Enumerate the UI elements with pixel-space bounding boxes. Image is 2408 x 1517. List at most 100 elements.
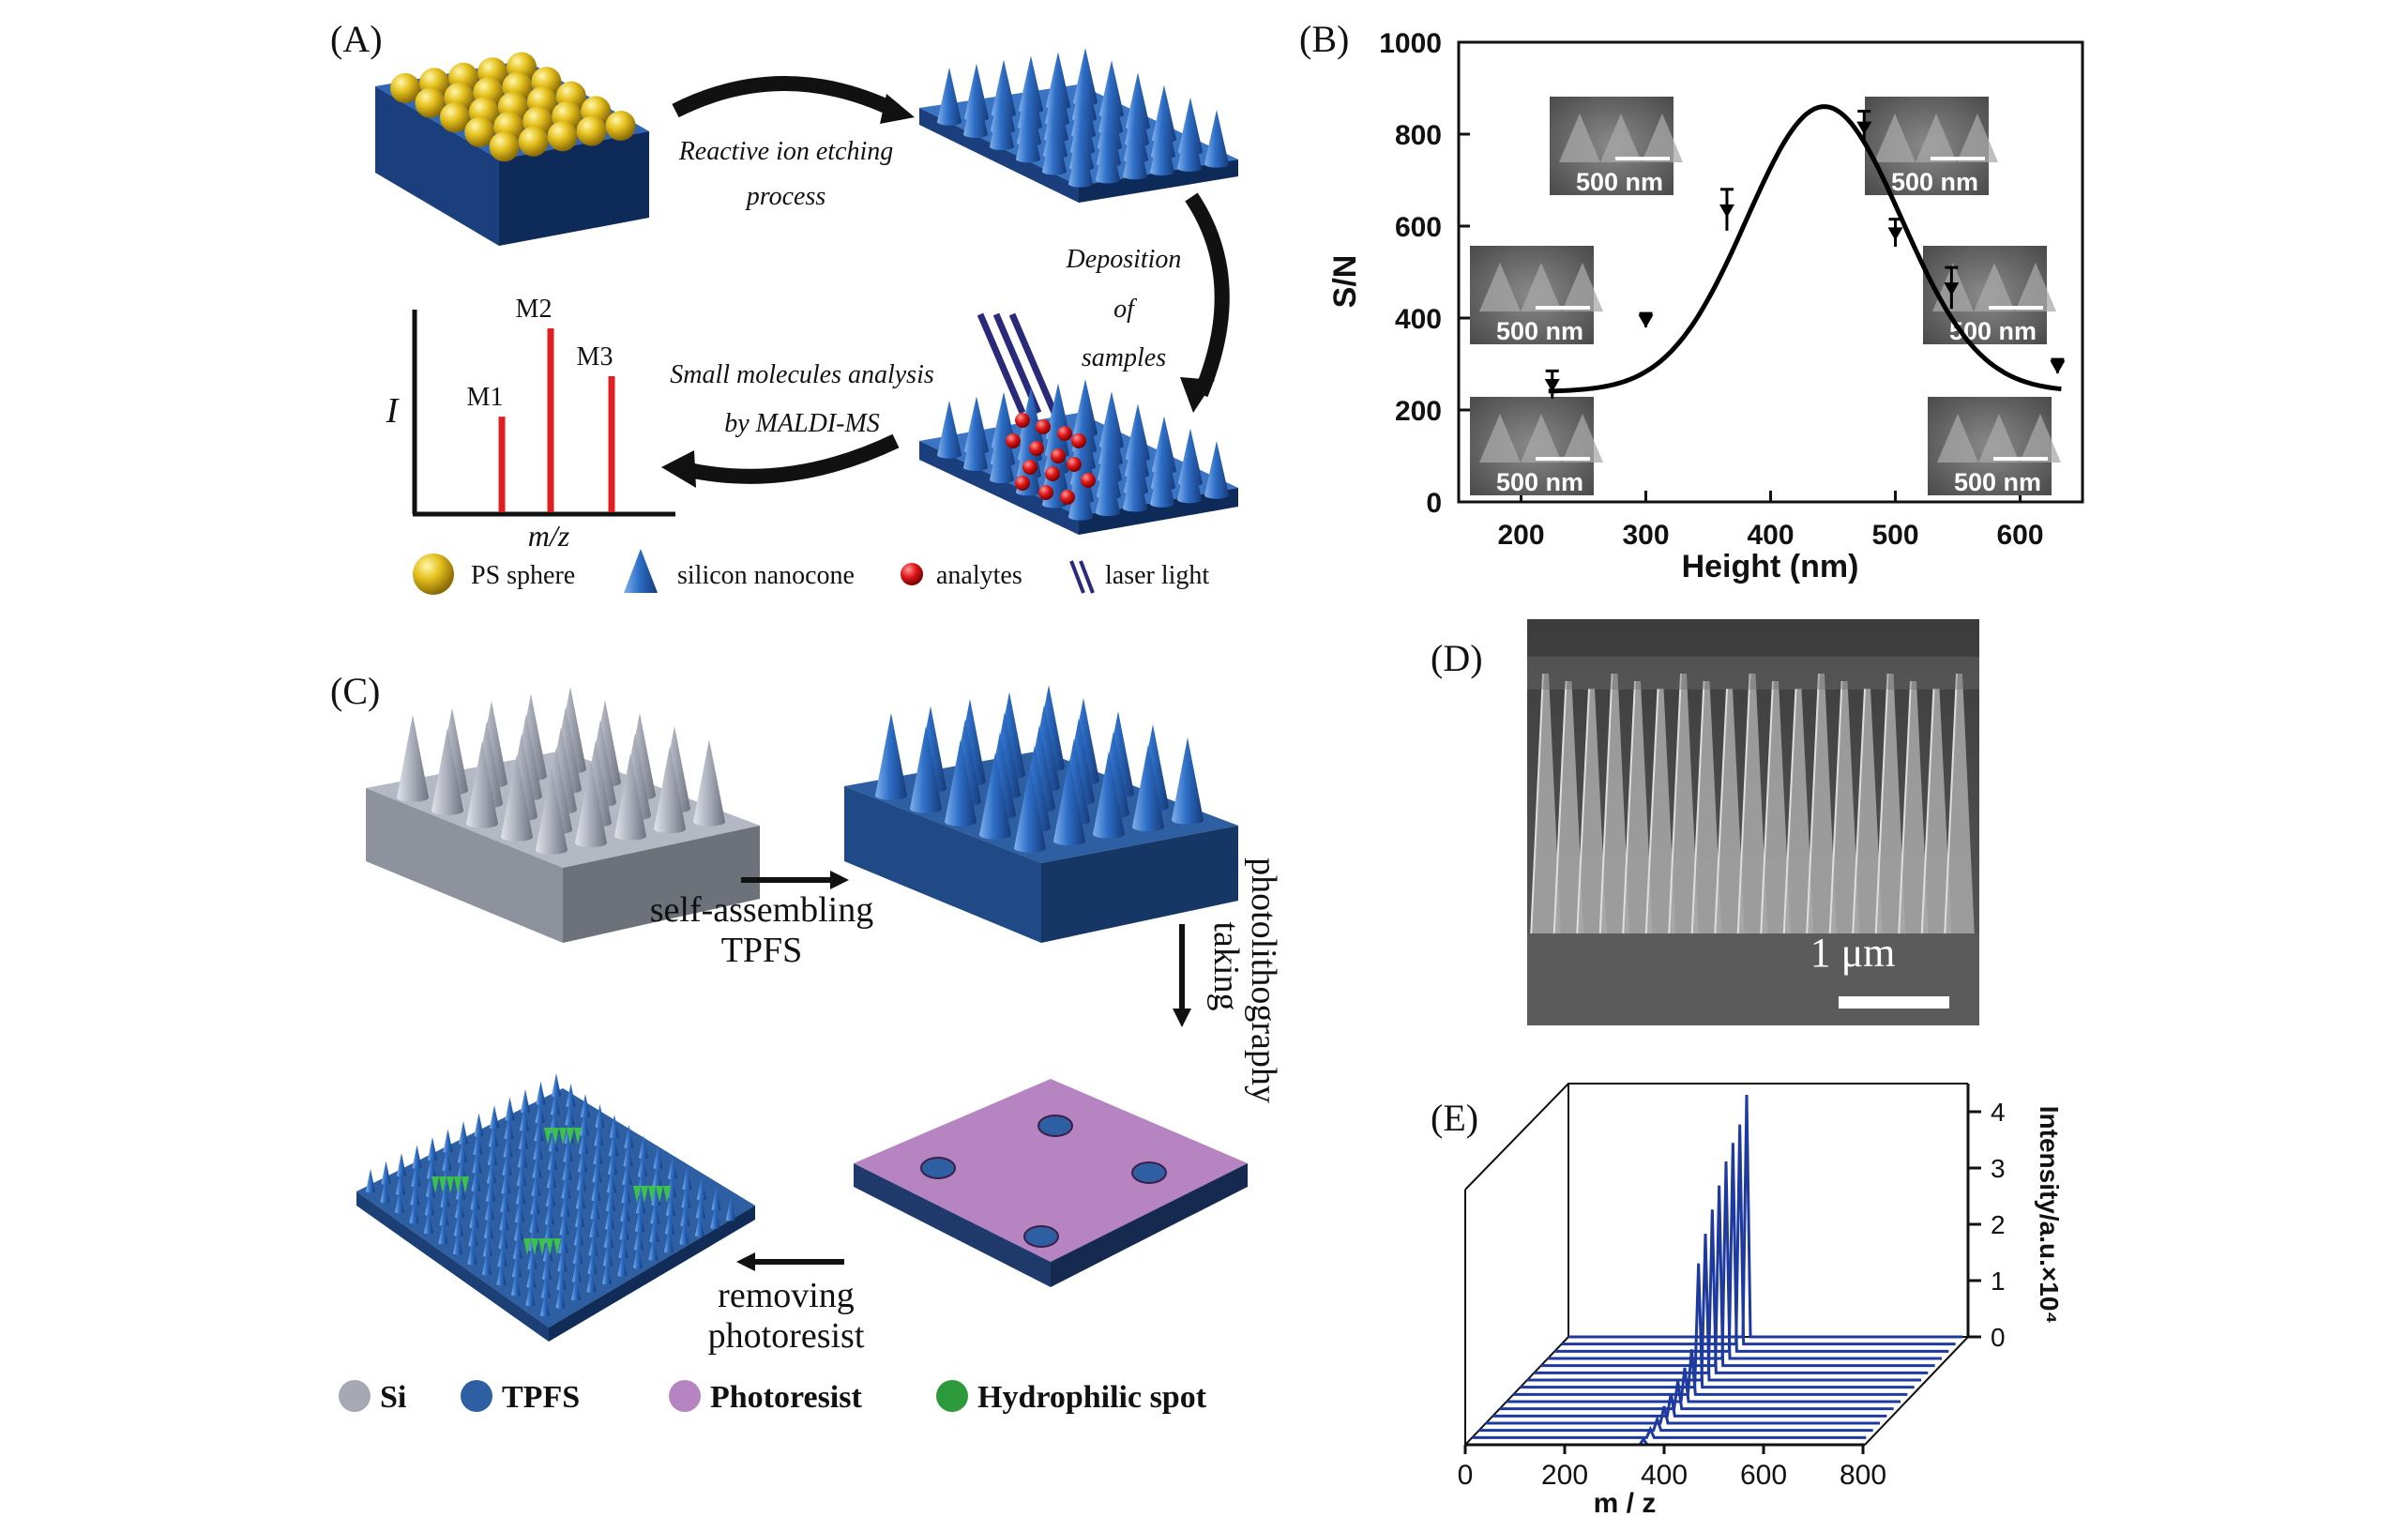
dense-cone (581, 1094, 590, 1116)
sem-spike (1829, 681, 1860, 938)
spectrum-x-label: m/z (528, 519, 570, 553)
dense-cone-base (572, 1280, 582, 1282)
hydrophilic-spot (546, 1238, 553, 1255)
nanocone-base (1204, 492, 1229, 499)
sem-spike-edge (1920, 688, 1935, 939)
dense-cone (456, 1176, 465, 1199)
dense-cone-base (428, 1158, 437, 1161)
dense-cone (565, 1101, 575, 1125)
e-spectrum (1548, 1161, 1942, 1360)
si-cone-base (432, 806, 463, 815)
dense-cone (516, 1180, 525, 1204)
dense-cone-base (595, 1125, 605, 1129)
dense-cone (580, 1112, 589, 1135)
dense-cone (561, 1175, 571, 1198)
sem-spike-edge (1530, 673, 1544, 939)
legend-analytes: analytes (936, 561, 1022, 590)
dense-cone-base (594, 1144, 604, 1146)
nanocone-base (963, 130, 988, 138)
tpfs-cone (1014, 766, 1046, 848)
dense-cone-base (576, 1206, 585, 1209)
dense-cone (546, 1183, 555, 1206)
dense-cone-base (536, 1102, 546, 1105)
b-fit-curve (1548, 104, 2062, 394)
nanocone-base (990, 143, 1014, 151)
substrate-top (356, 1088, 755, 1327)
dense-cone (520, 1107, 529, 1130)
ps-sphere (605, 111, 636, 141)
dense-cone-base (529, 1230, 539, 1234)
si-cone-base (466, 819, 498, 828)
nanocone (1042, 116, 1067, 172)
tpfs-cone-base (875, 791, 907, 800)
sem-tip-band (1527, 657, 1979, 690)
dense-cone (517, 1162, 526, 1185)
sem-spike-edge (1852, 688, 1866, 939)
hydrophilic-spot (544, 1128, 552, 1145)
dense-cone-base (621, 1201, 631, 1204)
dense-cone (513, 1236, 522, 1258)
arrow-etching (672, 76, 900, 118)
dense-cone-base (624, 1145, 634, 1149)
legend-ps-sphere: PS sphere (471, 561, 575, 590)
sem-inset-label: 500 nm (1496, 468, 1583, 496)
nanocone-array (937, 379, 1229, 521)
dense-cone (472, 1149, 482, 1173)
sem-spike-edge (1690, 680, 1705, 939)
dense-cone-base (633, 1266, 643, 1269)
dense-cone-base (547, 1186, 556, 1189)
analyte (1015, 476, 1030, 491)
dense-cone-base (519, 1146, 528, 1150)
si-cone-base (654, 824, 686, 834)
sem-spike (1737, 674, 1768, 938)
dense-cone (576, 1185, 585, 1208)
sem-spike-edge (1760, 680, 1774, 939)
dense-cone-base (471, 1189, 481, 1192)
dense-cone-base (520, 1129, 529, 1131)
sem-spike (1623, 681, 1653, 938)
dense-cone (500, 1189, 510, 1211)
sem-inset-cone (1978, 414, 2020, 463)
sem-spike (1921, 689, 1952, 938)
dense-cone (525, 1282, 536, 1305)
dense-cone (504, 1115, 514, 1138)
b-data-point (1887, 227, 1903, 241)
dense-cone-base (483, 1254, 492, 1257)
e-x-tick-label: 0 (1458, 1460, 1474, 1491)
nanocone-substrate-top (919, 48, 1238, 203)
b-x-tick-label: 500 (1871, 520, 1918, 551)
dense-cone-base (526, 1285, 537, 1288)
sem-scale-bar (1839, 996, 1949, 1009)
dense-cone (542, 1256, 552, 1279)
dense-cone (610, 1115, 619, 1137)
dense-cone (442, 1147, 452, 1170)
panel-d: (D) 1 μm (1431, 619, 1979, 1025)
dense-cone-base (470, 1207, 480, 1210)
dense-cone-base (710, 1226, 720, 1229)
dense-cone (455, 1194, 464, 1217)
ps-sphere (576, 115, 607, 146)
dense-cone (501, 1170, 511, 1193)
dense-cone-base (546, 1204, 555, 1207)
nanocone (990, 425, 1014, 480)
dense-cone (541, 1274, 551, 1297)
dense-cone-base (426, 1194, 435, 1198)
sem-spike (1807, 674, 1837, 938)
tpfs-cone-base (1053, 836, 1085, 846)
step-self-assembling-2: TPFS (721, 931, 803, 970)
hydrophilic-spot (567, 1128, 574, 1145)
dense-cone (470, 1186, 480, 1209)
dense-cone-base (488, 1162, 497, 1166)
dense-cone-base (653, 1166, 663, 1170)
dense-cone (572, 1258, 582, 1282)
dense-cone-base (590, 1217, 600, 1220)
b-x-tick-label: 400 (1747, 520, 1794, 551)
dense-cone-base (455, 1215, 464, 1219)
dense-cone (531, 1173, 541, 1195)
dense-cone-base (424, 1231, 433, 1235)
ps-sphere (489, 131, 520, 162)
analyte (1015, 413, 1030, 428)
tpfs-cone-base (910, 804, 942, 813)
